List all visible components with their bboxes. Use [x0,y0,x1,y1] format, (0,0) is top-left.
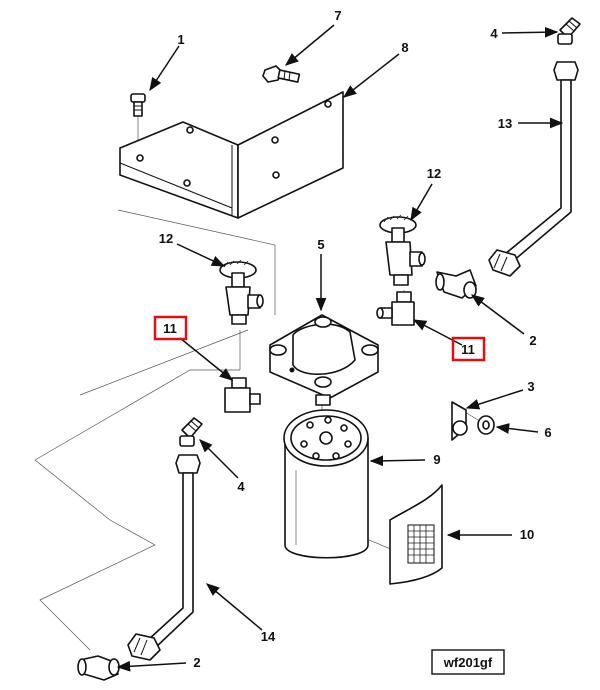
callout-3: 3 [527,379,534,394]
callout-10: 10 [520,527,534,542]
tube-assembly-14 [127,454,201,661]
leader-4-mid [199,439,239,479]
callout-14: 14 [261,629,276,644]
callout-12-left: 12 [159,231,173,246]
callout-2-right: 2 [529,333,536,348]
bolt-1 [130,93,146,117]
leader-14 [205,583,263,631]
elbow-fitting-4-mid [179,417,203,447]
fitting-11-left [224,377,261,413]
washer-6 [477,415,495,435]
shutoff-valve-12-right [379,214,426,286]
leader-12-right [410,183,433,222]
leader-9 [369,455,426,467]
leader-2-right [470,294,525,335]
figure-code: wf201gf [443,655,493,670]
leader-8 [342,53,400,98]
callout-11-right: 11 [461,342,475,357]
leader-4-top [501,26,559,38]
bracket-clip-3 [451,401,468,441]
callout-5: 5 [317,237,324,252]
leader-3 [465,389,524,410]
shutoff-valve-12-left [219,259,264,325]
filter-head-5 [269,314,379,406]
callout-7: 7 [334,8,341,23]
leader-12-left [176,243,226,267]
callout-11-left: 11 [163,321,177,336]
leader-11-right [412,319,463,346]
callout-8: 8 [401,40,408,55]
fitting-11-right [376,291,415,326]
leader-6 [495,423,539,434]
callout-12-right: 12 [427,166,441,181]
callout-9: 9 [433,452,440,467]
filter-element-9 [283,409,369,559]
callout-1: 1 [177,32,184,47]
screw-7 [262,65,301,83]
leader-1 [149,45,180,92]
callout-2-bottom: 2 [193,655,200,670]
callout-4-top: 4 [490,26,498,41]
tube-assembly-13 [488,61,579,277]
leader-2-bottom [116,660,187,672]
leader-arrows [116,24,564,672]
highlight-box-11-left [153,315,188,341]
callout-6: 6 [544,425,551,440]
callout-labels: 1 7 8 4 13 12 12 5 11 11 2 3 6 9 4 10 14… [159,8,552,670]
leader-11-left [179,337,234,381]
leader-7 [284,24,335,66]
callout-4-mid: 4 [237,479,245,494]
highlight-box-11-right [451,336,486,362]
elbow-fitting-2-bottom [77,655,120,681]
figure-code-box [431,649,505,675]
mounting-bracket-8 [119,91,344,219]
decal-10 [389,484,443,585]
elbow-fitting-4-top [557,17,581,45]
elbow-fitting-2-right [435,269,477,299]
callout-13: 13 [498,116,512,131]
